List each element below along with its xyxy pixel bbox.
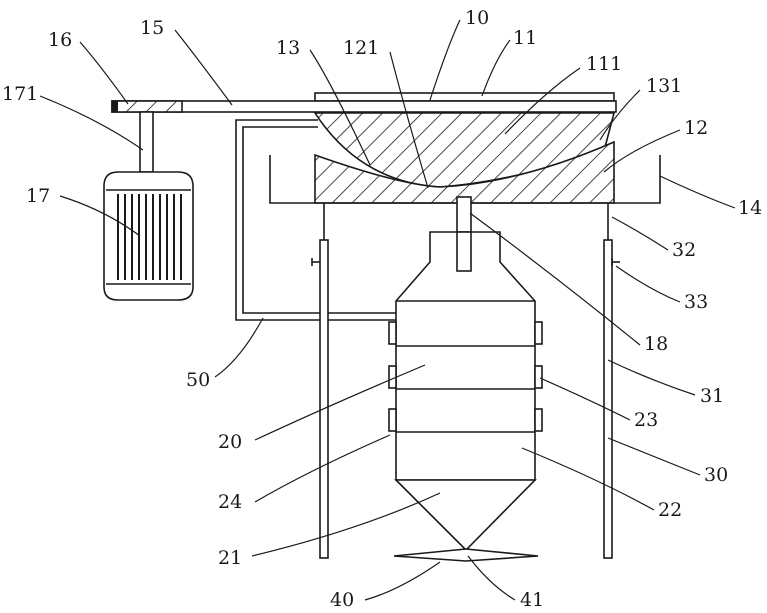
motor-shaft	[140, 112, 153, 172]
right-leg	[604, 240, 612, 558]
label-22: 22	[658, 499, 682, 521]
label-41: 41	[520, 589, 544, 611]
label-111: 111	[586, 53, 622, 75]
label-131: 131	[646, 75, 682, 97]
label-20: 20	[218, 431, 242, 453]
label-14: 14	[738, 197, 762, 219]
label-18: 18	[644, 333, 668, 355]
label-16: 16	[48, 29, 72, 51]
label-30: 30	[704, 464, 728, 486]
arm-hub-cap	[112, 101, 118, 112]
label-12: 12	[684, 117, 708, 139]
label-15: 15	[140, 17, 164, 39]
label-24: 24	[218, 491, 242, 513]
tank-cone	[396, 480, 535, 550]
left-leg	[320, 240, 328, 558]
label-32: 32	[672, 239, 696, 261]
label-31: 31	[700, 385, 724, 407]
label-21: 21	[218, 547, 242, 569]
label-11: 11	[513, 27, 537, 49]
left-clips	[389, 322, 396, 431]
discharge-plate	[394, 549, 538, 561]
upper-plate	[315, 93, 614, 101]
label-121: 121	[343, 37, 379, 59]
label-17: 17	[26, 185, 50, 207]
label-33: 33	[684, 291, 708, 313]
right-clips	[535, 322, 542, 431]
feed-tube-inner	[457, 232, 471, 271]
label-13: 13	[276, 37, 300, 59]
label-50: 50	[186, 369, 210, 391]
label-40: 40	[330, 589, 354, 611]
horizontal-arm	[112, 101, 616, 112]
arm-hub	[112, 101, 182, 112]
label-10: 10	[465, 7, 489, 29]
label-23: 23	[634, 409, 658, 431]
label-171: 171	[2, 83, 38, 105]
